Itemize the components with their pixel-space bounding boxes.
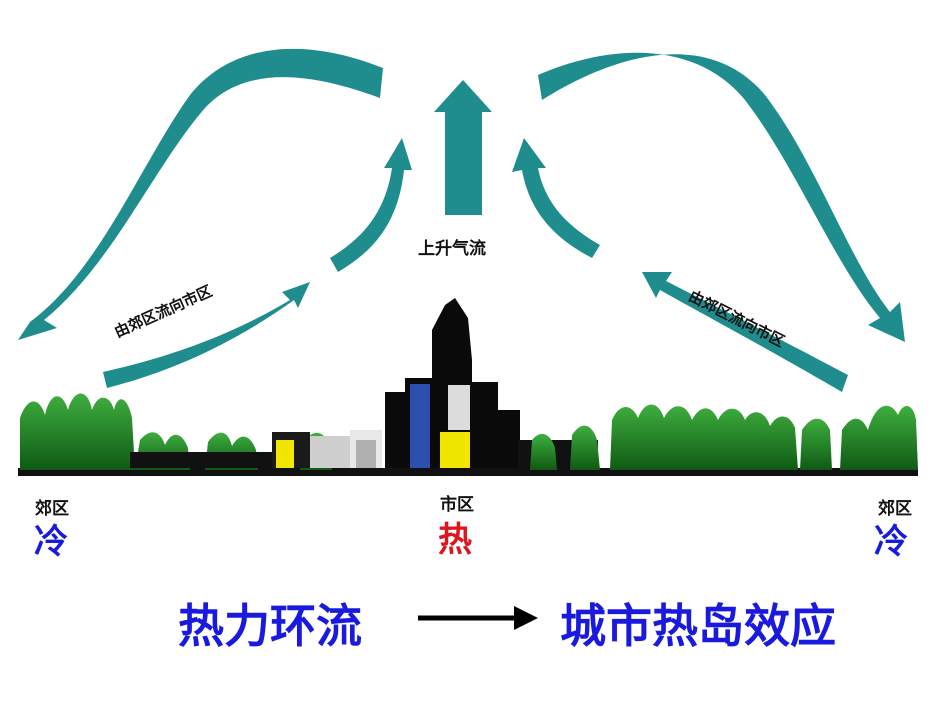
cause-title: 热力环流: [178, 599, 362, 653]
inner-right-arrow: [512, 138, 600, 258]
zone-right-temp: 冷: [874, 522, 908, 562]
result-arrow: [418, 606, 538, 630]
zone-center-temp: 热: [438, 520, 472, 560]
updraft-label: 上升气流: [418, 239, 486, 259]
inner-left-arrow: [330, 138, 412, 272]
surface-right-arrow: [642, 272, 848, 392]
zone-center-name: 市区: [440, 495, 474, 515]
outer-left-arrow: [18, 48, 383, 340]
right-tree-cluster: [530, 404, 918, 470]
zone-left-name: 郊区: [35, 499, 69, 519]
zone-right-name: 郊区: [878, 499, 912, 519]
left-road: [130, 452, 275, 468]
effect-title: 城市热岛效应: [560, 599, 836, 653]
ground-line: [18, 468, 918, 476]
updraft-arrow: [434, 80, 492, 215]
zone-left-temp: 冷: [34, 522, 68, 562]
surface-left-arrow: [103, 282, 310, 388]
